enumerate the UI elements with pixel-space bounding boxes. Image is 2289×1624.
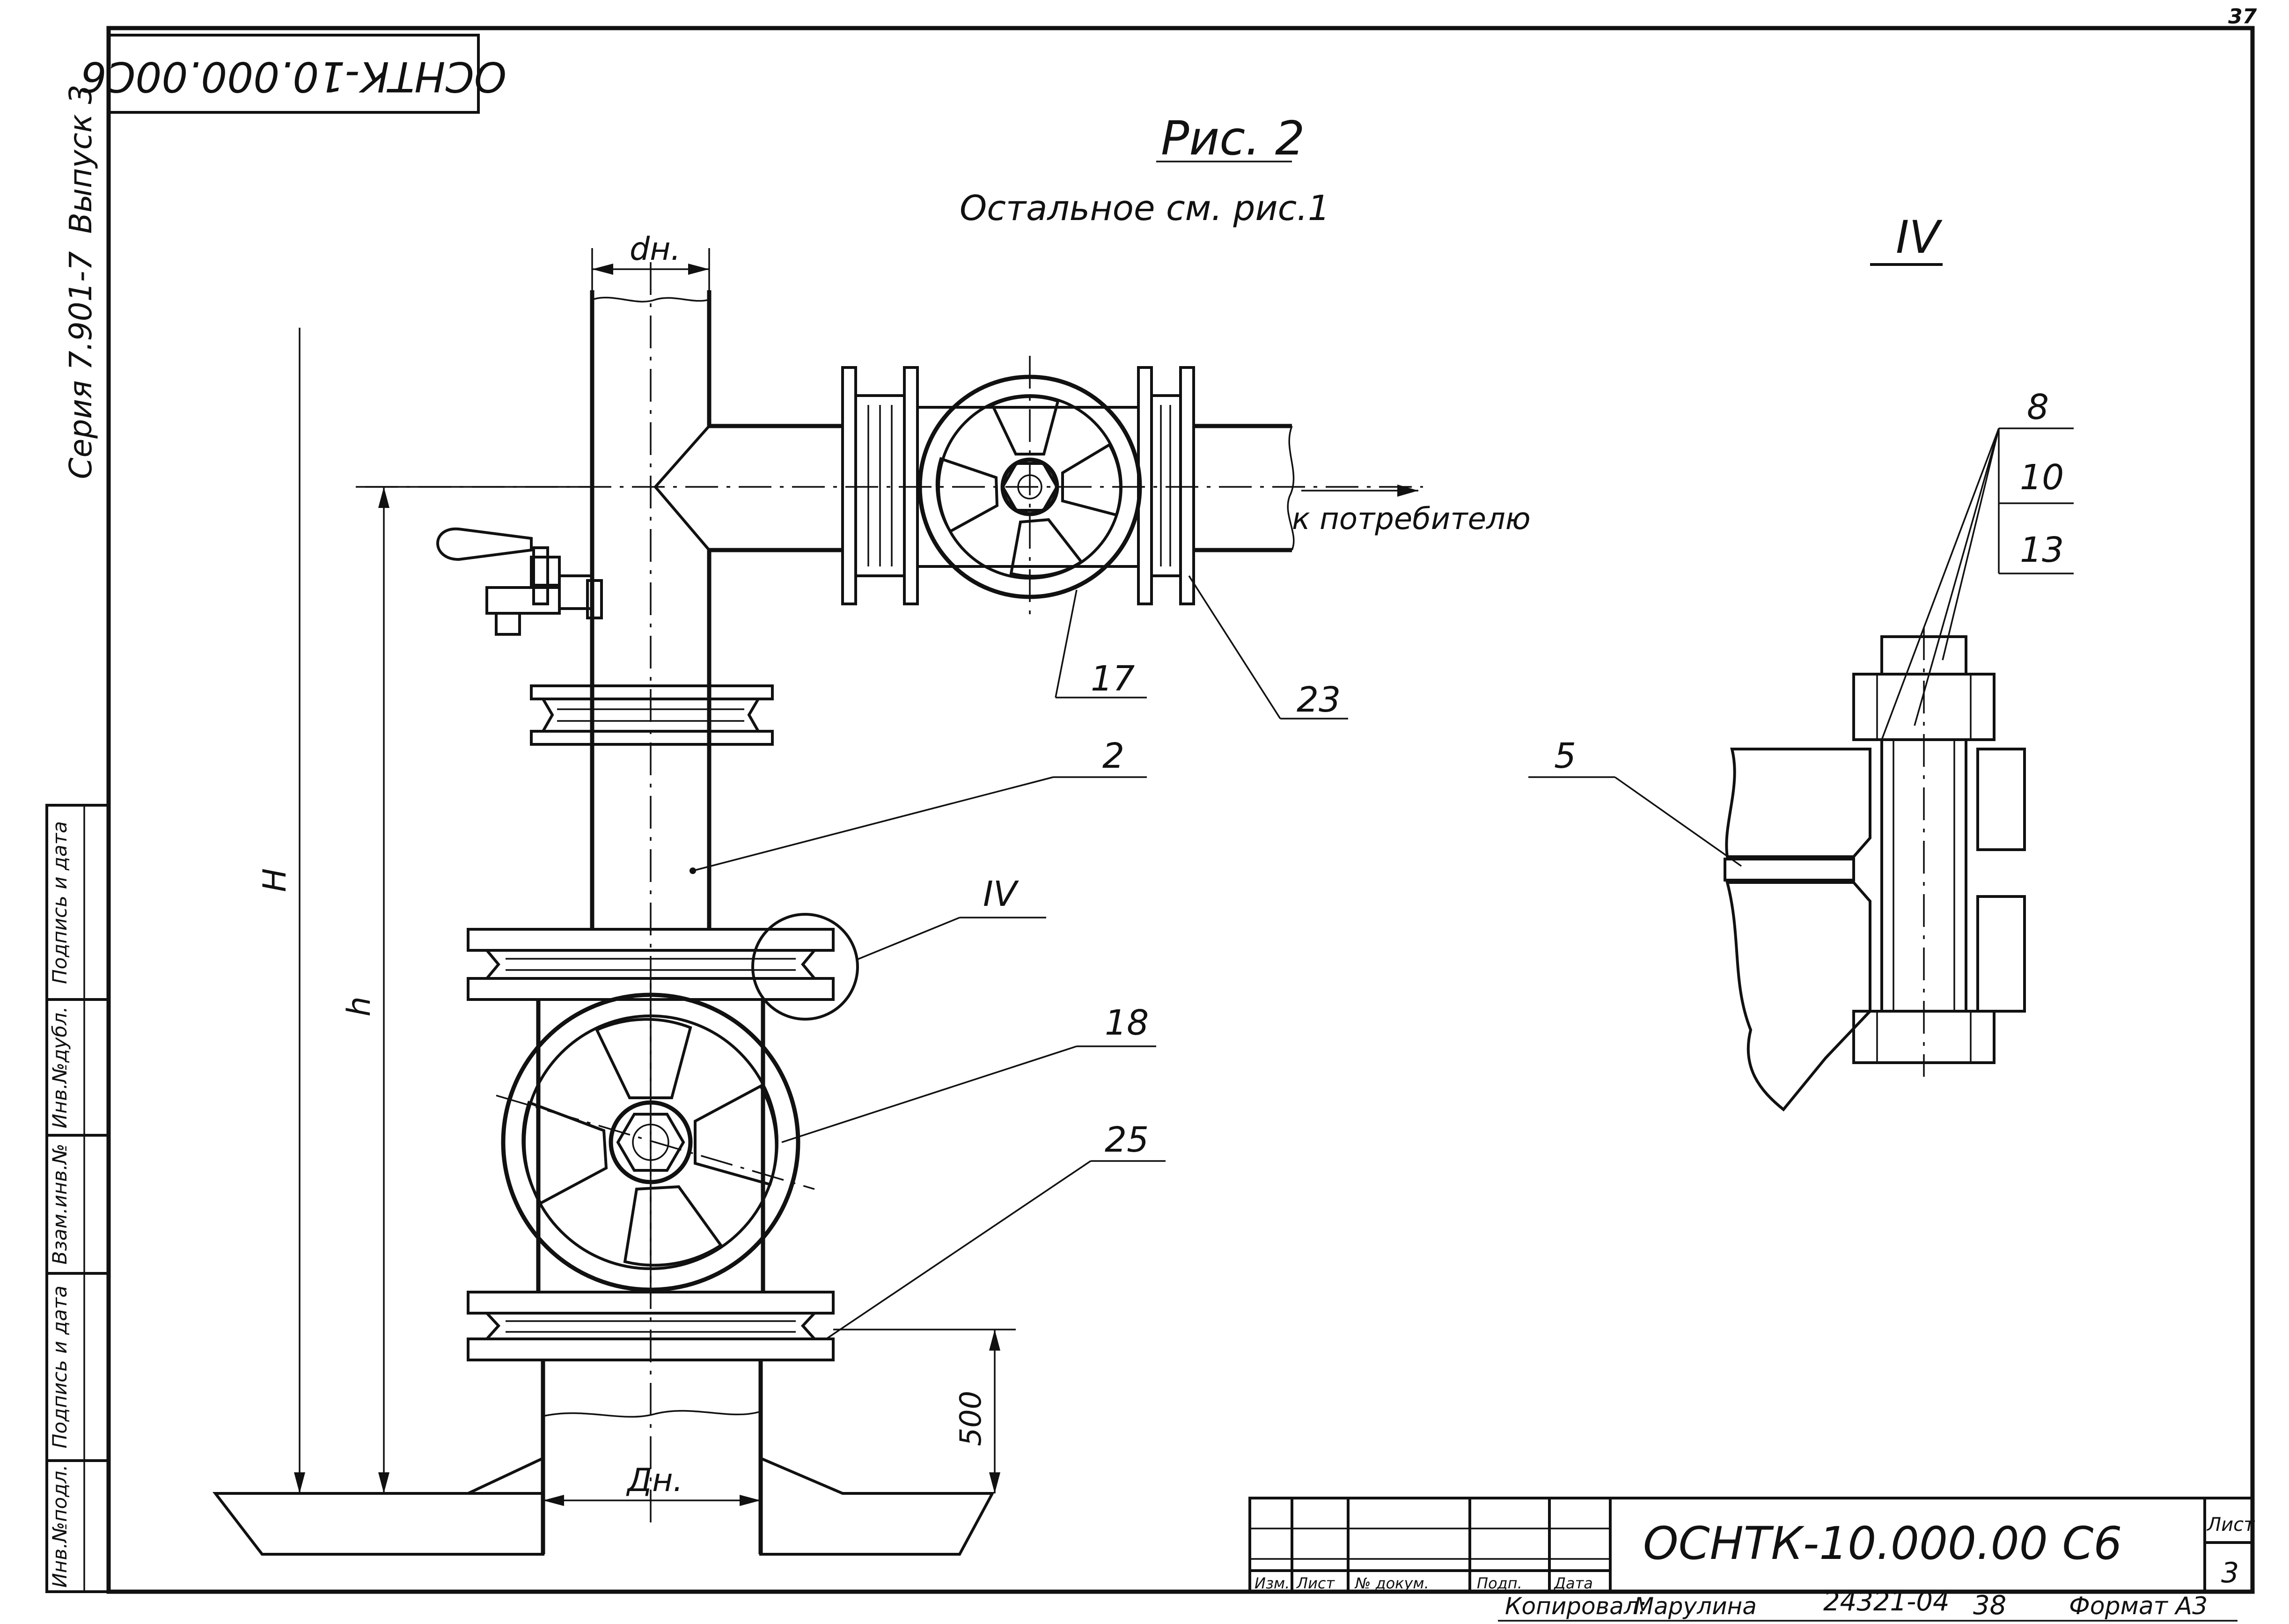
side-stamp-field: Инв.№подл. xyxy=(48,1464,71,1587)
callout-IV: IV xyxy=(983,874,1019,914)
hydrant-assembly: к потребителю xyxy=(212,262,1531,1556)
dim-H: H xyxy=(257,868,293,892)
detail-iv-marker-circle xyxy=(751,913,859,1021)
dimensions: dн. H h 500 Дн. xyxy=(257,231,1016,1506)
upper-flange xyxy=(530,684,774,746)
dim-d-outer: dн. xyxy=(630,231,681,268)
side-stamp: Инв.№подл. Подпись и дата Взам.инв.№ Инв… xyxy=(45,804,110,1593)
footer-copied-by: Копировал: xyxy=(1505,1593,1647,1620)
outgoing-pipe-break xyxy=(1287,426,1295,551)
middle-flange xyxy=(467,913,859,1021)
tb-sheet-number: 3 xyxy=(2221,1557,2239,1589)
footer-order: 24321-04 xyxy=(1823,1587,1950,1617)
horizontal-valve xyxy=(822,356,1195,618)
tb-col-doc: № докум. xyxy=(1354,1574,1429,1592)
sampling-tap xyxy=(436,527,603,636)
footer-format: Формат А3 xyxy=(2069,1592,2208,1620)
footer-copier: Марулина xyxy=(1634,1593,1757,1620)
dim-D-outer: Дн. xyxy=(626,1462,683,1499)
footer-number: 38 xyxy=(1973,1590,2006,1621)
dim-500: 500 xyxy=(954,1391,988,1446)
detail-right-flange-lower xyxy=(1976,895,2026,1013)
series-label: Серия 7.901-7 xyxy=(63,251,99,479)
issue-label: Выпуск 3 xyxy=(63,85,99,234)
footer: Копировал: Марулина 24321-04 38 Формат А… xyxy=(1498,1587,2238,1622)
figure-subtitle: Остальное см. рис.1 xyxy=(960,188,1330,228)
side-stamp-field: Подпись и дата xyxy=(48,821,71,984)
side-code-box xyxy=(107,34,480,114)
title-block-frame xyxy=(1248,1497,2254,1593)
callout-2: 2 xyxy=(1102,736,1124,776)
detail-callout-5: 5 xyxy=(1554,736,1576,776)
page-number: 37 xyxy=(2228,5,2257,29)
tb-col-change: Изм. xyxy=(1255,1574,1290,1592)
tb-col-date: Дата xyxy=(1553,1574,1593,1592)
tb-col-sheet: Лист xyxy=(1296,1574,1335,1592)
detail-right-flange-upper xyxy=(1976,748,2026,851)
detail-callout-10: 10 xyxy=(2020,457,2064,498)
ground-right xyxy=(759,1456,995,1556)
side-stamp-field: Инв.№дубл. xyxy=(48,1007,71,1129)
detail-gasket xyxy=(1724,858,1855,882)
tee-inner-contour xyxy=(653,425,711,551)
side-stamp-field: Подпись и дата xyxy=(48,1286,71,1448)
flow-arrow-head xyxy=(1397,485,1418,497)
title-block: Изм. Лист № докум. Подп. Дата ОСНТК-10.0… xyxy=(1248,1497,2255,1593)
side-stamp-frame xyxy=(45,804,110,1593)
pipe-break-line xyxy=(592,296,710,303)
side-code: ОСНТК-10.000.00С6 xyxy=(81,52,506,101)
callout-18: 18 xyxy=(1105,1003,1149,1043)
tb-code: ОСНТК-10.000.00 С6 xyxy=(1643,1517,2122,1570)
detail-title: IV xyxy=(1896,211,1943,264)
lower-flange xyxy=(467,1291,835,1361)
callout-25: 25 xyxy=(1105,1120,1149,1160)
dim-h: h xyxy=(341,996,378,1016)
detail-callout-13: 13 xyxy=(2020,530,2064,570)
lower-pipe-break xyxy=(543,1410,761,1418)
detail-lower-flange xyxy=(1725,881,1871,1112)
side-stamp-field: Взам.инв.№ xyxy=(48,1144,71,1264)
figure-title: Рис. 2 xyxy=(1161,111,1305,166)
callout-17: 17 xyxy=(1091,659,1135,699)
tb-sheet-label: Лист xyxy=(2206,1514,2255,1536)
to-consumer-label: к потребителю xyxy=(1292,502,1531,536)
detail-upper-flange xyxy=(1725,748,1871,858)
detail-callout-8: 8 xyxy=(2027,387,2049,427)
detail-iv: IV 8 10 13 5 xyxy=(1528,211,2074,1112)
tb-col-sign: Подп. xyxy=(1477,1574,1522,1592)
lower-handwheel xyxy=(496,983,815,1301)
callout-23: 23 xyxy=(1297,680,1341,720)
callouts: 17 23 2 IV 18 25 xyxy=(690,575,1348,1340)
